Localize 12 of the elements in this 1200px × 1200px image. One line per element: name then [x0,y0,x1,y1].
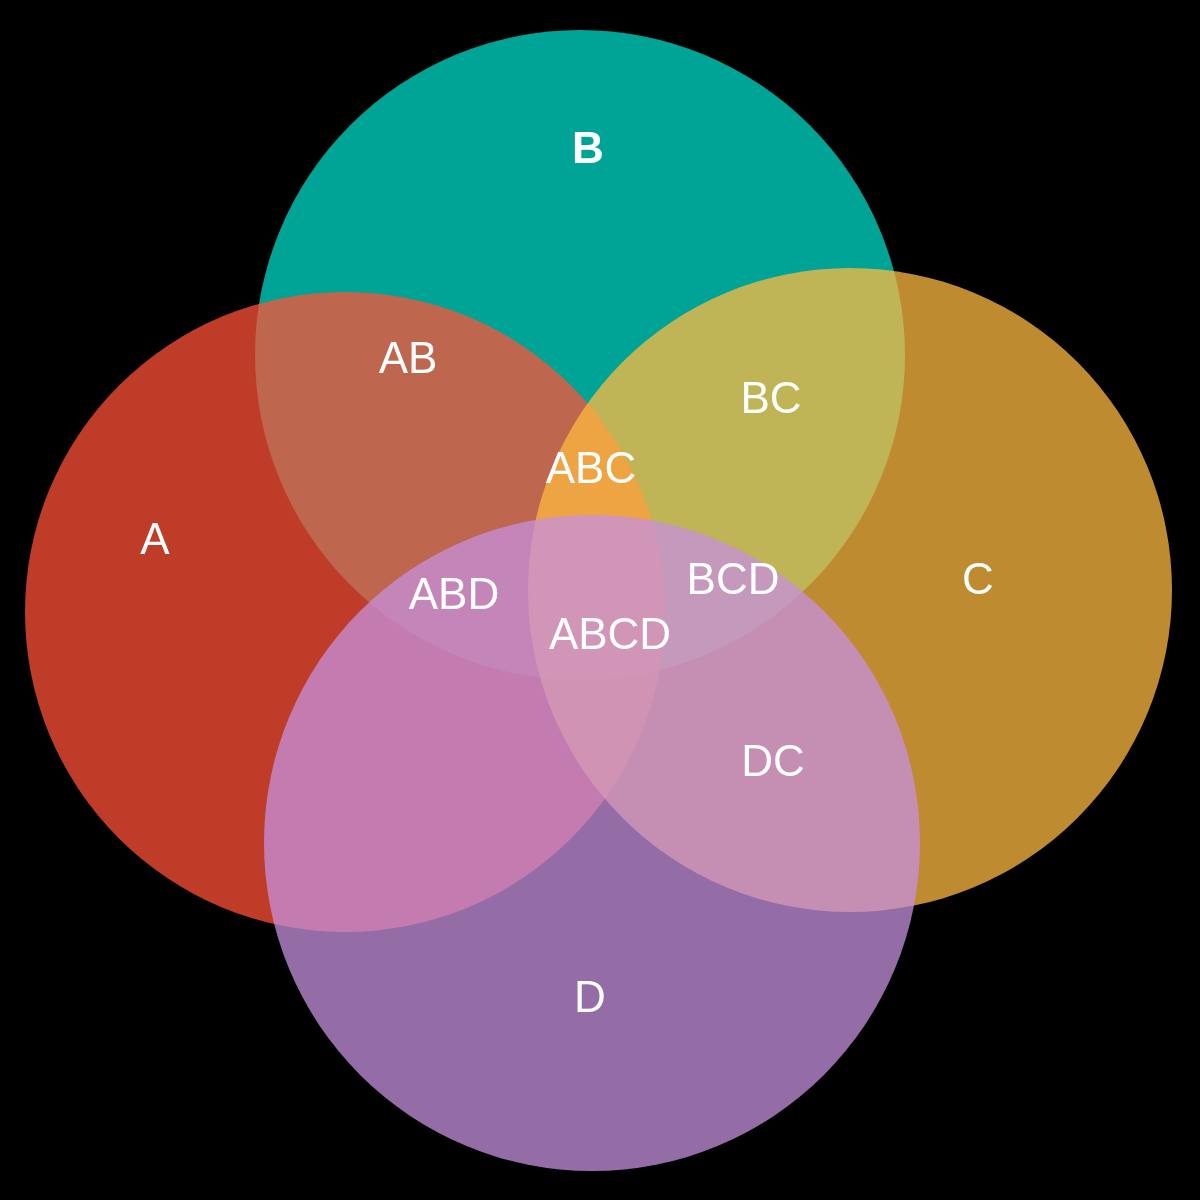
region-label: BCD [686,553,780,603]
set-circle [264,515,920,1171]
region-label: DC [741,735,805,785]
region-label: AB [378,332,438,382]
set-label: B [572,122,604,172]
region-label: ABD [408,568,500,618]
set-label: D [574,971,606,1021]
set-label: C [962,553,994,603]
set-label: A [140,513,170,563]
region-label: BC [740,372,802,422]
region-label: ABCD [548,608,672,658]
region-label: ABC [545,442,637,492]
